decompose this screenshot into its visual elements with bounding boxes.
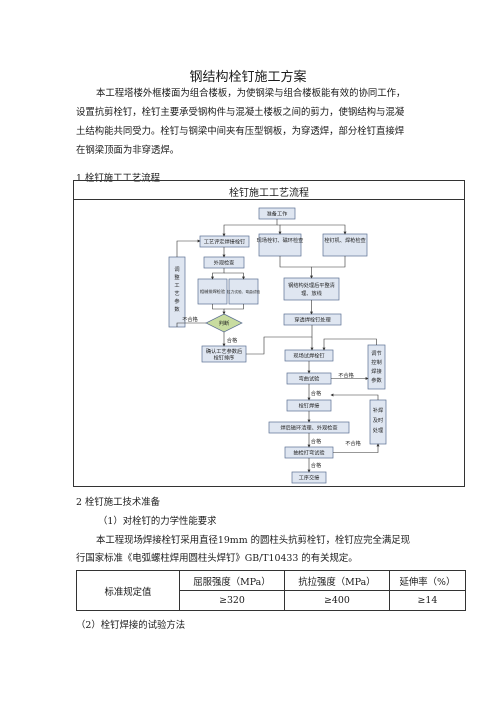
node-clean: 焊后磁环清理、外观检查 — [268, 421, 350, 434]
svg-text:工艺评定焊接栓钉: 工艺评定焊接栓钉 — [204, 238, 246, 246]
svg-text:焊接: 焊接 — [371, 367, 381, 375]
document-title: 钢结构栓钉施工方案 — [189, 70, 307, 85]
svg-text:确认工艺参数后: 确认工艺参数后 — [206, 347, 242, 355]
table-row: 标准规定值 屈服强度（MPa） 抗拉强度（MPa） 延伸率（%） — [76, 570, 467, 611]
node-bend: 弯曲试验 — [286, 372, 332, 385]
flowchart-frame: 栓钉施工工艺流程 准备工作 工艺评定焊接栓钉 现场栓钉、磁环检查 栓钉机、焊枪检… — [73, 180, 465, 487]
intro-line: 本工程塔楼外框楼面为组合楼板，为使钢梁与组合楼板能有效的协同工作， — [96, 88, 406, 99]
svg-text:拉力试验、弯曲试验: 拉力试验、弯曲试验 — [227, 289, 260, 294]
svg-text:现场栓钉、磁环检查: 现场栓钉、磁环检查 — [257, 236, 304, 244]
node-x-test: 相械排焊检验 — [197, 278, 228, 305]
svg-text:栓钉排序: 栓钉排序 — [214, 354, 235, 362]
svg-text:参: 参 — [174, 297, 179, 305]
intro-line: 土结构能共同受力。栓钉与钢梁中间夹有压型钢板，为穿透焊，部分栓钉直接焊 — [76, 126, 405, 137]
svg-text:调: 调 — [174, 265, 179, 273]
subsection-2-heading: （2）栓钉焊接的试验方法 — [76, 620, 186, 631]
node-appearance: 外观检查 — [203, 256, 245, 269]
svg-text:参数: 参数 — [371, 376, 382, 384]
label-fail-2: 不合格 — [338, 371, 354, 379]
label-fail: 不合格 — [182, 315, 198, 323]
table-row: ≥320 ≥400 ≥14 — [77, 590, 467, 611]
header-cell: 延伸率（%） — [388, 570, 467, 591]
value-cell: ≥400 — [283, 590, 390, 611]
svg-text:焊后磁环清理、外观检查: 焊后磁环清理、外观检查 — [280, 424, 337, 432]
mechanical-requirements-table: 标准规定值 屈服强度（MPa） 抗拉强度（MPa） 延伸率（%） ≥320 ≥4… — [76, 570, 467, 611]
svg-text:现场试焊栓钉: 现场试焊栓钉 — [293, 352, 324, 360]
flowchart-caption: 栓钉施工工艺流程 — [229, 188, 309, 199]
flowchart: 准备工作 工艺评定焊接栓钉 现场栓钉、磁环检查 栓钉机、焊枪检查 外观检查 相械… — [168, 207, 387, 484]
intro-paragraph: 本工程塔楼外框楼面为组合楼板，为使钢梁与组合楼板能有效的协同工作， 设置抗剪栓钉… — [76, 84, 422, 160]
node-confirm: 确认工艺参数后 栓钉排序 — [201, 345, 247, 363]
intro-line: 设置抗剪栓钉，栓钉主要承受钢构件与混凝土楼板之间的剪力，使钢结构与混凝 — [76, 107, 405, 118]
value-cell: ≥320 — [179, 590, 285, 611]
node-beam-prep: 钢结构处理后平整清 理、放线 — [283, 277, 340, 301]
standard-paragraph: 本工程现场焊接栓钉采用直径19mm 的圆柱头抗剪栓钉，栓钉应完全满足现 行国家标… — [76, 532, 426, 568]
node-prep: 准备工作 — [258, 207, 296, 220]
svg-text:补焊: 补焊 — [373, 406, 383, 414]
svg-text:准备工作: 准备工作 — [267, 210, 288, 218]
node-inspect-steel: 现场栓钉、磁环检查 — [257, 233, 304, 257]
svg-text:整: 整 — [174, 273, 179, 281]
label-pass-3: 合格 — [311, 437, 322, 445]
svg-text:处理: 处理 — [373, 426, 384, 434]
section-2-heading: 2 栓钉施工技术准备 — [76, 497, 160, 508]
subsection-1-heading: （1）对栓钉的力学性能要求 — [98, 516, 217, 527]
svg-text:及时: 及时 — [373, 416, 383, 424]
node-judge: 判断 — [205, 313, 243, 333]
standard-line: 行国家标准《电弧螺柱焊用圆柱头焊钉》GB/T10433 的有关规定。 — [76, 553, 358, 564]
label-pass-2: 合格 — [311, 389, 322, 397]
svg-text:栓钉焊接: 栓钉焊接 — [299, 402, 320, 410]
intro-line: 在钢梁顶面为非穿透焊。 — [76, 145, 180, 156]
node-regulate: 调节 控制 焊接 参数 — [367, 344, 386, 390]
header-cell: 抗拉强度（MPa） — [283, 570, 390, 591]
svg-text:理、放线: 理、放线 — [301, 289, 322, 297]
svg-text:抽检打弯试验: 抽检打弯试验 — [293, 449, 325, 457]
svg-text:弯曲试验: 弯曲试验 — [299, 375, 321, 383]
svg-text:栓钉机、焊枪检查: 栓钉机、焊枪检查 — [324, 236, 366, 244]
svg-text:数: 数 — [174, 305, 180, 313]
svg-text:调节: 调节 — [371, 349, 381, 357]
flow-connectors — [176, 219, 380, 473]
svg-text:工: 工 — [174, 282, 179, 289]
svg-text:外观检查: 外观检查 — [214, 259, 235, 267]
label-fail-3: 不合格 — [345, 439, 361, 447]
node-done: 工序交接 — [291, 471, 327, 484]
svg-text:钢结构处理后平整清: 钢结构处理后平整清 — [288, 281, 335, 289]
svg-text:工序交接: 工序交接 — [299, 474, 320, 482]
caption-divider — [74, 199, 464, 200]
node-stud-weld: 栓钉焊接 — [286, 399, 332, 412]
value-cell: ≥14 — [388, 590, 467, 611]
svg-text:控制: 控制 — [371, 358, 381, 366]
standard-line: 本工程现场焊接栓钉采用直径19mm 的圆柱头抗剪栓钉，栓钉应完全满足现 — [96, 535, 410, 546]
label-pass: 合格 — [227, 336, 238, 344]
svg-text:艺: 艺 — [174, 290, 179, 297]
node-pull-test: 拉力试验、弯曲试验 — [227, 278, 260, 305]
svg-text:穿透焊栓钉处理: 穿透焊栓钉处理 — [294, 316, 331, 324]
node-weld: 现场试焊栓钉 — [284, 349, 334, 362]
header-cell: 屈服强度（MPa） — [179, 570, 285, 591]
node-stud-grind: 栓钉机、焊枪检查 — [322, 233, 368, 257]
node-setout: 穿透焊栓钉处理 — [283, 313, 342, 326]
svg-text:判断: 判断 — [219, 319, 229, 327]
node-hammer: 抽检打弯试验 — [284, 446, 334, 459]
section-1-heading: 1 栓钉施工工艺流程 — [76, 173, 160, 184]
row-label-cell: 标准规定值 — [76, 570, 180, 611]
svg-text:相械排焊检验: 相械排焊检验 — [200, 288, 226, 295]
label-pass-4: 合格 — [311, 461, 322, 469]
node-proc-test: 工艺评定焊接栓钉 — [199, 235, 250, 248]
node-rework: 补焊 及时 处理 — [369, 399, 387, 445]
